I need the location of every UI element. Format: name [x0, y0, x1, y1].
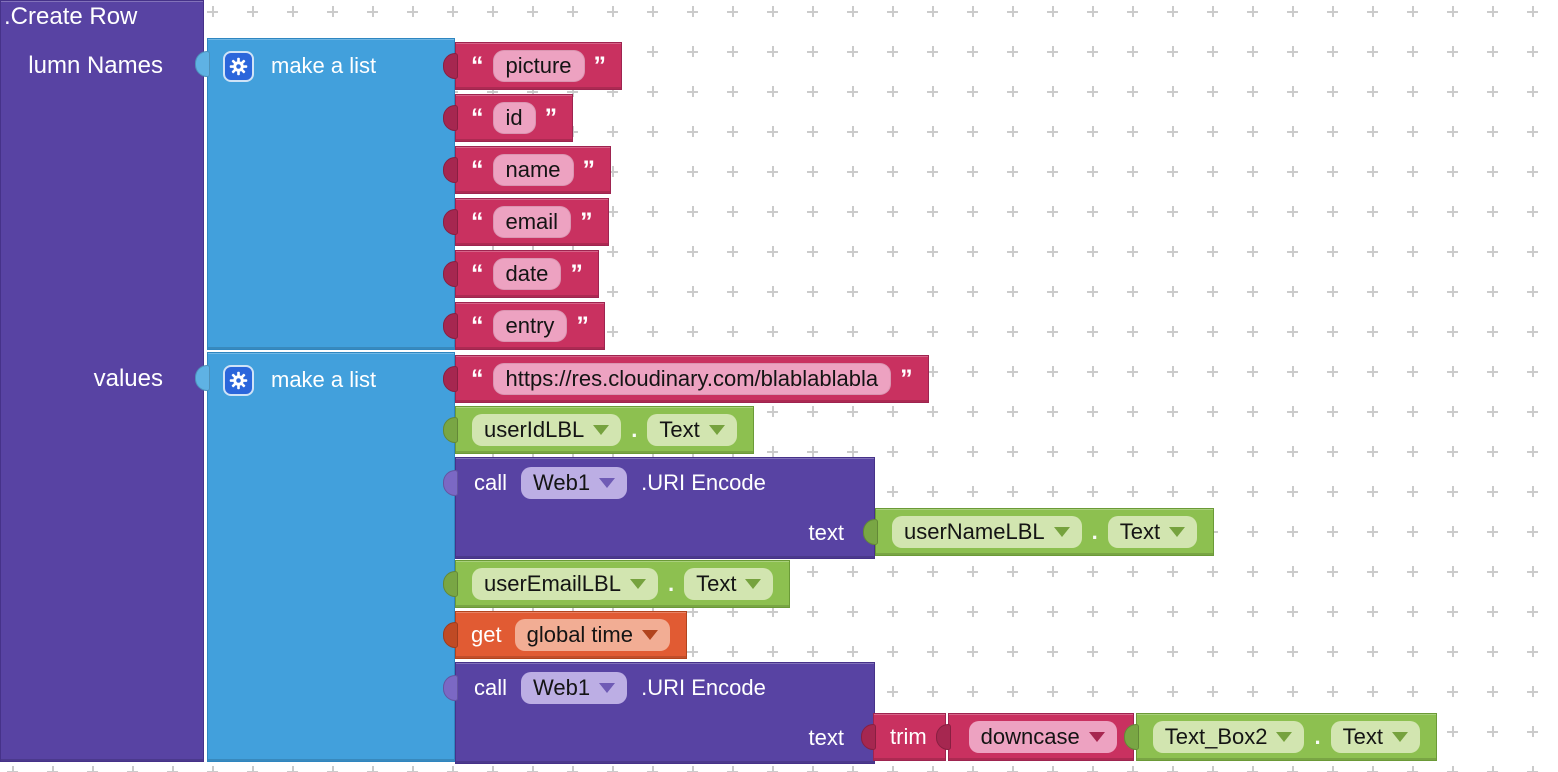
block-property-userNameLBL-text[interactable]: userNameLBL . Text [875, 508, 1215, 556]
call-keyword: call [474, 470, 508, 495]
block-text-string-url[interactable]: “ https://res.cloudinary.com/blablablabl… [455, 355, 929, 403]
method-name: .URI Encode [641, 675, 766, 700]
dropdown-arrow-icon [1391, 732, 1408, 742]
block-call-web1-uri-encode-1[interactable]: call Web1 .URI Encode text [455, 457, 875, 559]
block-call-web1-uri-encode-2[interactable]: call Web1 .URI Encode text [455, 662, 875, 764]
string-input[interactable]: email [492, 206, 572, 238]
make-a-list-label: make a list [271, 53, 377, 78]
dropdown-arrow-icon [1088, 732, 1105, 742]
component-dropdown[interactable]: userNameLBL [892, 515, 1082, 549]
dropdown-arrow-icon [1169, 527, 1186, 537]
method-name: .URI Encode [641, 470, 766, 495]
open-quote: “ [471, 52, 484, 80]
open-quote: “ [471, 208, 484, 236]
block-downcase[interactable]: downcase [947, 713, 1134, 761]
close-quote: ” [544, 104, 558, 132]
block-property-TextBox2-text[interactable]: Text_Box2 . Text [1135, 713, 1437, 761]
block-text-string-entry[interactable]: “ entry ” [455, 302, 605, 350]
component-name: userEmailLBL [484, 570, 621, 596]
block-property-userIdLBL-text[interactable]: userIdLBL . Text [455, 406, 754, 454]
property-name: Text [1119, 518, 1161, 544]
trim-label: trim [890, 724, 927, 749]
block-create-row[interactable]: .Create Row lumn Names values [0, 0, 204, 762]
string-input[interactable]: id [492, 102, 536, 134]
arg-label-text: text [808, 520, 844, 545]
gear-icon [229, 57, 248, 75]
gear-icon [229, 371, 248, 389]
component-name: Text_Box2 [1164, 723, 1268, 749]
property-dropdown[interactable]: Text [1330, 720, 1420, 754]
property-dot: . [1091, 519, 1098, 544]
component-dropdown[interactable]: Web1 [521, 466, 628, 500]
component-name: userIdLBL [484, 416, 585, 442]
dropdown-arrow-icon [599, 478, 616, 488]
property-name: Text [659, 416, 700, 442]
dropdown-arrow-icon [745, 579, 762, 589]
block-trim[interactable]: trim [873, 713, 946, 761]
component-name: Web1 [533, 674, 591, 700]
mutator-gear-button[interactable] [223, 50, 254, 82]
component-dropdown[interactable]: Text_Box2 [1152, 720, 1305, 754]
component-name: Web1 [533, 469, 591, 495]
close-quote: ” [580, 208, 593, 236]
property-dropdown[interactable]: Text [1107, 515, 1198, 549]
dropdown-arrow-icon [1053, 527, 1070, 537]
variable-name: global time [526, 621, 633, 647]
dropdown-arrow-icon [593, 425, 610, 435]
socket-label-values: values [93, 365, 163, 392]
block-text-string-id[interactable]: “ id ” [455, 94, 574, 142]
open-quote: “ [471, 365, 484, 393]
variable-dropdown[interactable]: global time [514, 618, 670, 652]
close-quote: ” [593, 52, 607, 80]
dropdown-arrow-icon [629, 579, 646, 589]
component-dropdown[interactable]: userEmailLBL [472, 567, 658, 601]
mutator-gear-button[interactable] [223, 364, 254, 396]
socket-label-column-names: lumn Names [28, 52, 163, 79]
dropdown-arrow-icon [641, 630, 658, 640]
create-row-title: .Create Row [4, 3, 138, 30]
property-dot: . [631, 417, 638, 442]
case-dropdown[interactable]: downcase [968, 720, 1117, 754]
close-quote: ” [570, 260, 583, 288]
property-dropdown[interactable]: Text [684, 567, 774, 601]
property-dropdown[interactable]: Text [647, 413, 737, 447]
block-make-a-list-columns[interactable]: make a list [207, 38, 455, 350]
string-input[interactable]: https://res.cloudinary.com/blablablabla [492, 363, 892, 395]
block-text-string-name[interactable]: “ name ” [455, 146, 612, 194]
open-quote: “ [471, 312, 484, 340]
close-quote: ” [900, 365, 913, 393]
arg-chain: trim downcase Text_Box2 . Text [873, 713, 1437, 761]
property-dot: . [1314, 724, 1321, 749]
downcase-label: downcase [980, 723, 1080, 749]
close-quote: ” [582, 156, 596, 184]
component-name: userNameLBL [904, 518, 1045, 544]
string-input[interactable]: date [492, 258, 562, 290]
arg-label-text: text [808, 725, 844, 750]
call-keyword: call [474, 675, 508, 700]
string-input[interactable]: picture [492, 50, 585, 82]
make-a-list-label: make a list [271, 367, 377, 392]
block-get-global-time[interactable]: get global time [455, 611, 687, 659]
dropdown-arrow-icon [1276, 732, 1293, 742]
property-name: Text [1342, 723, 1383, 749]
block-text-string-picture[interactable]: “ picture ” [455, 42, 623, 90]
open-quote: “ [471, 104, 484, 132]
block-text-string-email[interactable]: “ email ” [455, 198, 609, 246]
dropdown-arrow-icon [708, 425, 725, 435]
block-property-userEmailLBL-text[interactable]: userEmailLBL . Text [455, 560, 791, 608]
block-make-a-list-values[interactable]: make a list [207, 352, 455, 762]
dropdown-arrow-icon [599, 683, 616, 693]
component-dropdown[interactable]: userIdLBL [472, 413, 622, 447]
property-dot: . [667, 571, 675, 596]
open-quote: “ [471, 156, 484, 184]
string-input[interactable]: name [492, 154, 574, 186]
block-text-string-date[interactable]: “ date ” [455, 250, 599, 298]
open-quote: “ [471, 260, 484, 288]
property-name: Text [696, 570, 737, 596]
close-quote: ” [576, 312, 589, 340]
component-dropdown[interactable]: Web1 [521, 671, 628, 705]
get-keyword: get [471, 622, 502, 647]
string-input[interactable]: entry [492, 310, 568, 342]
